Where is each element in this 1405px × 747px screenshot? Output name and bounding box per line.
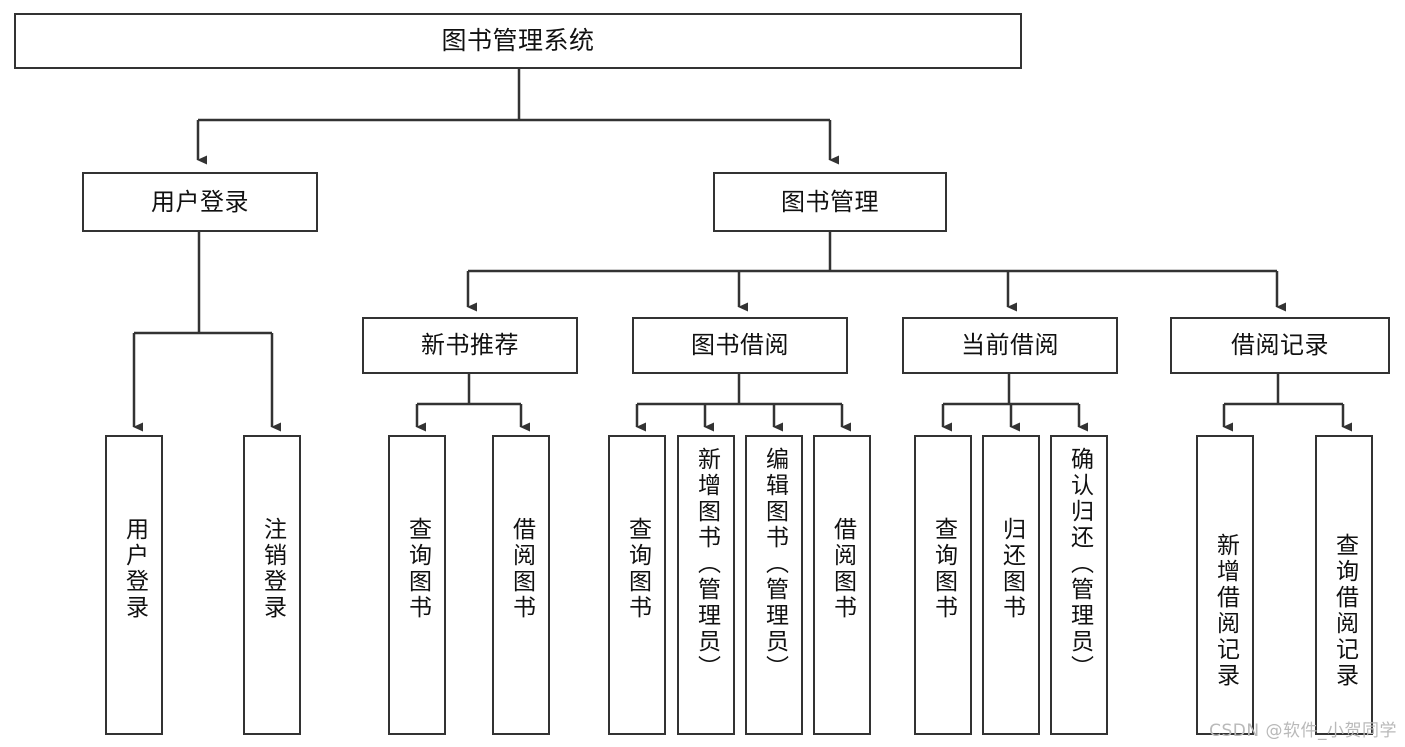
node-label: 用户登录 [151,187,249,216]
node-leaf-add-book[interactable]: 新增图书（管理员） [677,435,735,735]
node-label: 图书借阅 [691,331,789,360]
node-label: 借阅图书 [508,517,535,621]
node-leaf-query-book-1[interactable]: 查询图书 [388,435,446,735]
node-label: 当前借阅 [961,331,1059,360]
node-root-book-management-system[interactable]: 图书管理系统 [14,13,1022,69]
node-label: 借阅记录 [1231,331,1329,360]
node-borrow-record[interactable]: 借阅记录 [1170,317,1390,374]
node-user-login[interactable]: 用户登录 [82,172,318,232]
node-label: 新增借阅记录 [1212,533,1239,689]
node-label: 查询借阅记录 [1331,533,1358,689]
node-leaf-return-book[interactable]: 归还图书 [982,435,1040,735]
node-label: 查询图书 [930,517,957,621]
node-leaf-borrow-book-1[interactable]: 借阅图书 [492,435,550,735]
node-label: 图书管理 [781,187,879,216]
node-label: 注销登录 [259,517,286,621]
node-label: 编辑图书（管理员） [761,447,788,681]
node-label: 新增图书（管理员） [693,447,720,681]
node-label: 查询图书 [624,517,651,621]
node-label: 用户登录 [121,517,148,621]
node-label: 新书推荐 [421,331,519,360]
node-leaf-logout[interactable]: 注销登录 [243,435,301,735]
node-book-borrow[interactable]: 图书借阅 [632,317,848,374]
node-label: 归还图书 [998,517,1025,621]
csdn-watermark: CSDN @软件_小贺同学 [1209,721,1397,741]
node-leaf-user-login[interactable]: 用户登录 [105,435,163,735]
node-leaf-query-book-3[interactable]: 查询图书 [914,435,972,735]
node-leaf-confirm-return[interactable]: 确认归还（管理员） [1050,435,1108,735]
node-label: 借阅图书 [829,517,856,621]
node-leaf-query-book-2[interactable]: 查询图书 [608,435,666,735]
node-new-book-recommend[interactable]: 新书推荐 [362,317,578,374]
node-book-management[interactable]: 图书管理 [713,172,947,232]
node-label: 查询图书 [404,517,431,621]
node-label: 确认归还（管理员） [1066,447,1093,681]
node-leaf-borrow-book-2[interactable]: 借阅图书 [813,435,871,735]
node-current-borrow[interactable]: 当前借阅 [902,317,1118,374]
node-leaf-add-borrow-record[interactable]: 新增借阅记录 [1196,435,1254,735]
node-leaf-edit-book[interactable]: 编辑图书（管理员） [745,435,803,735]
node-leaf-query-borrow-record[interactable]: 查询借阅记录 [1315,435,1373,735]
node-label: 图书管理系统 [441,26,595,56]
